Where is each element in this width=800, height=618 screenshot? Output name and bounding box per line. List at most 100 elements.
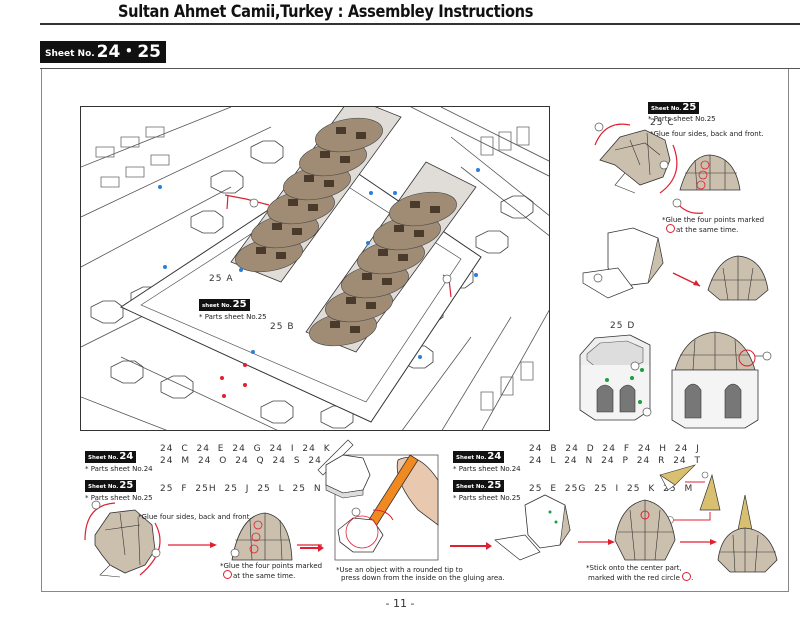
note-glue-points-line2-bottom: at the same time. [223,570,295,580]
content-frame [41,69,789,592]
part-code: 25 N [292,484,322,494]
page-title: Sultan Ahmet Camii,Turkey : Assembley In… [118,2,534,22]
title-rule [40,23,800,25]
bottom-right-sheet25-block: Sheet No. 25 * Parts sheet No.25 [453,473,521,502]
note-rounded-tip-line2: press down from the inside on the gluing… [341,574,505,582]
part-label-25b: 25 B [270,322,295,332]
badge-prefix: Sheet No. [651,106,682,112]
note-glue-points-line1-bottom: *Glue the four points marked [220,562,323,570]
bottom-left-dome-steps [84,500,322,578]
parts-list-25-row1: 25 E 25G 25 I 25 K 25 M [529,484,693,494]
sheet-badge-prefix: Sheet No. [45,49,95,59]
badge-prefix: Sheet No. [456,484,487,490]
step-3-marker [594,122,604,132]
spire-part [659,464,709,491]
note-glue-sides-bottom: *Glue four sides, back and front. [138,513,252,521]
right-sheet-block: Sheet No. 25 * Parts sheet No.25 [648,95,716,123]
parts-list-24-row2: 24 L 24 N 24 P 24 R 24 T [529,456,701,466]
dome-25c-steps [594,122,741,214]
step-marker [91,500,101,510]
part-code: 25 M [663,484,694,494]
dome-with-spire [717,494,778,573]
bottom-right-dome-steps [494,464,778,573]
part-code: 25 K [627,484,656,494]
part-code: 25 J [224,484,250,494]
parts-note: * Parts sheet No.24 [453,465,521,473]
dome-partial [231,512,293,561]
badge-prefix: sheet No. [202,303,232,309]
note-rounded-tip-line1: *Use an object with a rounded tip to [336,566,463,574]
part-code: 24 J [674,444,700,454]
bottom-right-sheet24-block: Sheet No. 24 * Parts sheet No.24 [453,444,521,473]
part-code: 25 L [257,484,285,494]
badge-number: 24 [119,451,134,462]
part-code: 24 B [529,444,558,454]
dome-partial [679,154,741,191]
sheet-badge-25: Sheet No. 25 [85,480,137,492]
drum-with-dome [671,331,772,429]
drum-25d [579,331,772,429]
red-circle-icon [666,224,675,233]
part-code: 24 K [302,444,331,454]
part-code: 24 C [160,444,189,454]
sheet-badge-25: Sheet No. 25 [453,480,505,492]
parts-note: * Parts sheet No.25 [85,494,153,502]
roof-windows [256,127,440,333]
part-code: 25 E [529,484,557,494]
note-glue-points-line1: *Glue the four points marked [662,216,765,224]
part-code: 24 D [565,444,595,454]
parts-list-24-row1: 24 C 24 E 24 G 24 I 24 K [160,444,331,454]
badge-prefix: Sheet No. [88,455,119,461]
page-number: - 11 - [385,597,415,610]
part-label-25d: 25 D [610,321,636,331]
part-code: 24 U [308,456,338,466]
sheet-badge-24: Sheet No. 24 [453,451,505,463]
red-circle-icon [223,570,232,579]
roof-drawing [81,107,549,430]
sheet-badge-numbers: 24・25 [96,42,161,62]
part-code: 25G [564,484,587,494]
dome-closed [707,255,769,301]
arrow-from-pencil [450,542,492,550]
red-circle-icon [682,572,692,581]
part-code: 24 S [272,456,301,466]
roof-vaults-25b [309,191,457,347]
part-code: 24 R [636,456,666,466]
dome-closed [614,499,676,561]
dome-close-step [582,227,769,301]
step-4-marker [659,160,669,170]
parts-note: * Parts sheet No.25 [648,115,716,123]
part-code: 24 I [269,444,295,454]
part-code: 24 G [232,444,262,454]
parts-list-25-row1: 25 F 25H 25 J 25 L 25 N [160,484,322,494]
note-stick-line1: *Stick onto the center part, [586,564,682,572]
red-glue-dots [220,363,247,398]
dome-half-open [599,129,671,194]
part-code: 24 L [529,456,557,466]
parts-note: * Parts sheet No.25 [199,313,267,321]
sheet-badge-24: Sheet No. 24 [85,451,137,463]
part-code: 24 T [673,456,702,466]
main-roof-illustration: 25 A 25 B sheet No. 25 * Parts sheet No.… [80,106,550,431]
part-code: 25 F [160,484,188,494]
part-code: 25H [195,484,217,494]
badge-number: 25 [119,480,134,491]
section-rule [40,68,800,69]
badge-number: 24 [487,451,502,462]
part-code: 24 F [602,444,630,454]
part-label-25c: 25 C [650,118,675,128]
part-code: 24 E [196,444,225,454]
note-stick-line2: marked with the red circle . [588,572,694,582]
bottom-left-sheet24-block: Sheet No. 24 * Parts sheet No.24 [85,444,153,473]
pencil-press-illustration [317,439,439,561]
badge-prefix: Sheet No. [88,484,119,490]
step-5-marker [672,198,682,208]
part-code: 24 N [564,456,594,466]
part-code: 24 P [601,456,629,466]
step-marker [151,548,161,558]
roof-vaults-25a [235,117,383,273]
parts-list-24-row2: 24 M 24 O 24 Q 24 S 24 U [160,456,337,466]
parts-note: * Parts sheet No.24 [85,465,153,473]
octagon-drum [579,334,652,421]
part-code: 24 O [197,456,228,466]
